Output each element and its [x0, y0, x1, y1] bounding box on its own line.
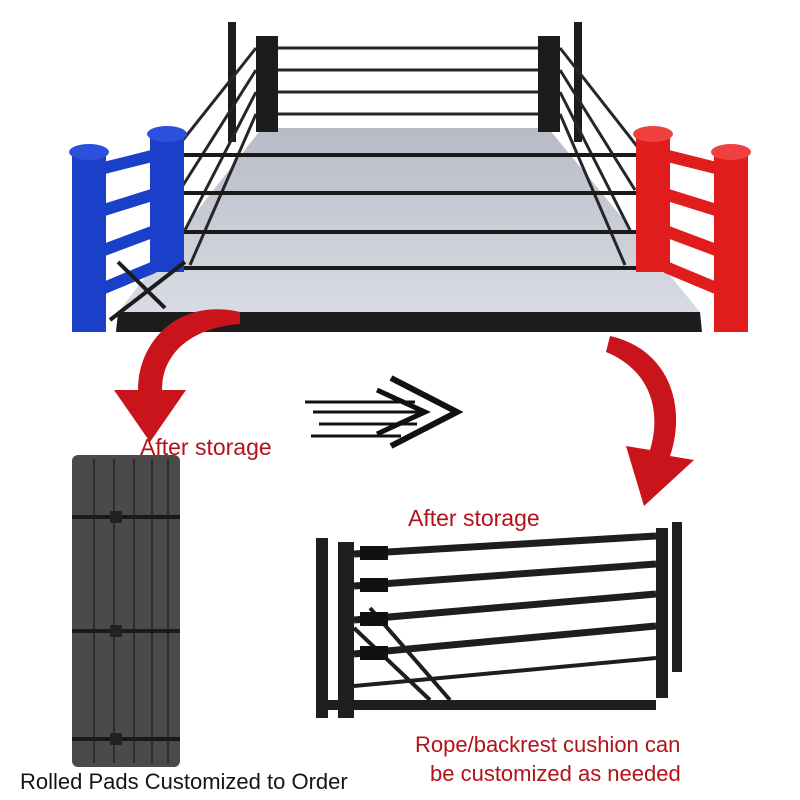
back-ropes — [278, 46, 538, 116]
front-ropes — [182, 153, 640, 270]
ring-base-frame — [116, 312, 702, 332]
rolled-pads-caption: Rolled Pads Customized to Order — [20, 769, 348, 794]
folded-rope-frame-illustration — [316, 522, 682, 718]
after-storage-right-label: After storage — [408, 505, 540, 531]
rear-frame-right — [574, 22, 582, 142]
speed-arrow-right-icon — [305, 375, 464, 449]
after-storage-left-label: After storage — [140, 434, 272, 460]
boxing-ring-illustration — [69, 22, 751, 332]
rope-note-line-1: Rope/backrest cushion can — [415, 732, 681, 757]
rear-post-left — [256, 36, 278, 132]
curved-down-arrow-icon — [114, 309, 240, 442]
rope-note-line-2: be customized as needed — [430, 761, 681, 786]
rolled-mat-illustration — [72, 455, 180, 767]
rear-post-right — [538, 36, 560, 132]
rear-frame-left — [228, 22, 236, 142]
red-corner — [633, 126, 751, 332]
curved-down-arrow-icon — [606, 336, 694, 506]
blue-corner — [69, 126, 187, 332]
side-ropes — [173, 47, 642, 266]
